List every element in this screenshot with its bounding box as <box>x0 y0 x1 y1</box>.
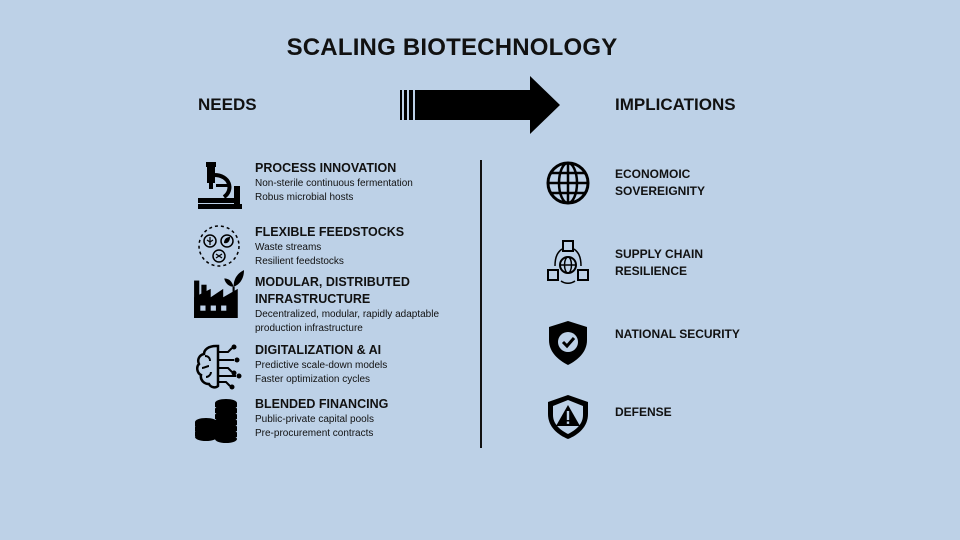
need-detail: Non-sterile continuous fermentation <box>255 178 413 189</box>
column-divider <box>480 160 482 448</box>
shield-warning-icon <box>548 395 588 439</box>
need-detail: Public-private capital pools <box>255 414 374 425</box>
feedstock-icon <box>198 225 240 267</box>
page-title: SCALING BIOTECHNOLOGY <box>286 34 618 61</box>
need-heading: PROCESS INNOVATION <box>255 161 397 175</box>
factory-icon <box>194 270 244 318</box>
microscope-icon <box>198 162 242 209</box>
need-detail: Pre-procurement contracts <box>255 427 374 439</box>
need-heading: FLEXIBLE FEEDSTOCKS <box>255 225 405 239</box>
need-detail: Resilient feedstocks <box>255 255 344 267</box>
implication-heading: DEFENSE <box>615 405 672 419</box>
needs-header: NEEDS <box>198 95 257 114</box>
need-detail: Decentralized, modular, rapidly adaptabl… <box>255 309 439 320</box>
need-heading: DIGITALIZATION & AI <box>255 343 382 357</box>
need-detail: Faster optimization cycles <box>255 373 371 385</box>
need-detail: production infrastructure <box>255 322 363 334</box>
right-arrow-icon <box>400 76 560 134</box>
coins-icon <box>195 399 237 443</box>
implication-heading: ECONOMOIC SOVEREIGNITY <box>615 167 706 198</box>
need-detail: Robus microbial hosts <box>255 191 354 203</box>
need-detail: Waste streams <box>255 242 322 253</box>
implication-heading: NATIONAL SECURITY <box>615 327 740 341</box>
supply-chain-icon <box>547 240 589 284</box>
ai-brain-icon <box>196 344 242 390</box>
need-heading: BLENDED FINANCING <box>255 397 389 411</box>
globe-icon <box>546 161 590 205</box>
need-detail: Predictive scale-down models <box>255 360 388 371</box>
implication-heading: SUPPLY CHAIN RESILIENCE <box>615 247 704 278</box>
need-heading: MODULAR, DISTRIBUTED INFRASTRUCTURE <box>255 275 410 306</box>
implications-header: IMPLICATIONS <box>615 95 736 114</box>
shield-check-icon <box>549 321 587 365</box>
